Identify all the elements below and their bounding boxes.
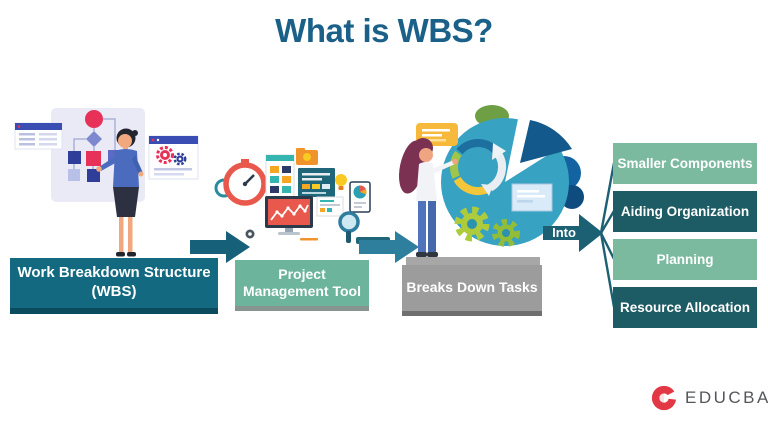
step-label-line: Breaks Down Tasks xyxy=(406,279,538,296)
outcome-box-smaller-components: Smaller Components xyxy=(613,143,757,184)
note-card-icon xyxy=(511,183,553,212)
orange-dash xyxy=(300,238,318,241)
small-gear-hole xyxy=(248,232,252,236)
flowchart-node xyxy=(68,151,81,164)
flowchart-node xyxy=(87,169,100,182)
settings-window-icon xyxy=(148,135,199,180)
educba-logo-text: EDUCBA xyxy=(685,388,768,407)
step-label-line: Management Tool xyxy=(243,283,361,299)
stopwatch-icon xyxy=(223,159,267,206)
magnifier-icon xyxy=(338,211,360,243)
gear-icon xyxy=(173,152,187,166)
educba-logo: EDUCBA xyxy=(650,384,768,412)
flowchart-node xyxy=(68,169,80,181)
monitor-line-chart-icon xyxy=(265,196,313,235)
step-box-wbs: Work Breakdown Structure (WBS) xyxy=(10,258,218,314)
report-card-icon xyxy=(316,196,344,217)
person-figure xyxy=(398,138,458,257)
arrow-right-icon xyxy=(543,214,603,252)
person-figure xyxy=(96,128,144,257)
folder-icon xyxy=(296,148,318,165)
connector-lines xyxy=(599,162,616,308)
flowchart-connectors xyxy=(73,118,116,169)
pie-slice-detached xyxy=(520,120,572,163)
step-box-breaks-down-tasks: Breaks Down Tasks xyxy=(402,265,542,316)
browser-window-icon xyxy=(14,122,63,150)
educba-logo-icon xyxy=(651,385,678,411)
gear-icon xyxy=(156,146,174,164)
flowchart-node xyxy=(86,151,101,166)
outcome-box-resource-allocation: Resource Allocation xyxy=(613,287,757,328)
arrow-right-icon xyxy=(359,231,419,263)
step-label-line: (WBS) xyxy=(91,283,137,300)
flowchart-decision-node xyxy=(86,131,102,147)
outcome-box-planning: Planning xyxy=(613,239,757,280)
dashboard-card-icon xyxy=(298,168,335,197)
cycle-arrows-icon xyxy=(449,139,507,196)
gear-icon xyxy=(454,206,490,242)
gear-icon xyxy=(492,219,520,247)
lightbulb-icon xyxy=(335,174,347,190)
pie-chart-tablet-icon xyxy=(349,181,371,213)
step-label-line: Project xyxy=(278,265,326,282)
wbs-flowchart-illustration xyxy=(14,108,199,257)
step-box-project-management-tool: Project Management Tool xyxy=(235,260,369,311)
into-arrow: Into xyxy=(543,210,605,256)
into-label: Into xyxy=(552,225,576,240)
arrow-right-icon xyxy=(190,231,250,263)
step-label-line: Work Breakdown Structure xyxy=(17,264,211,282)
flowchart-start-node xyxy=(85,110,103,128)
outcome-box-aiding-organization: Aiding Organization xyxy=(613,191,757,232)
page-title: What is WBS? xyxy=(275,12,493,49)
pm-tools-illustration xyxy=(214,148,390,244)
